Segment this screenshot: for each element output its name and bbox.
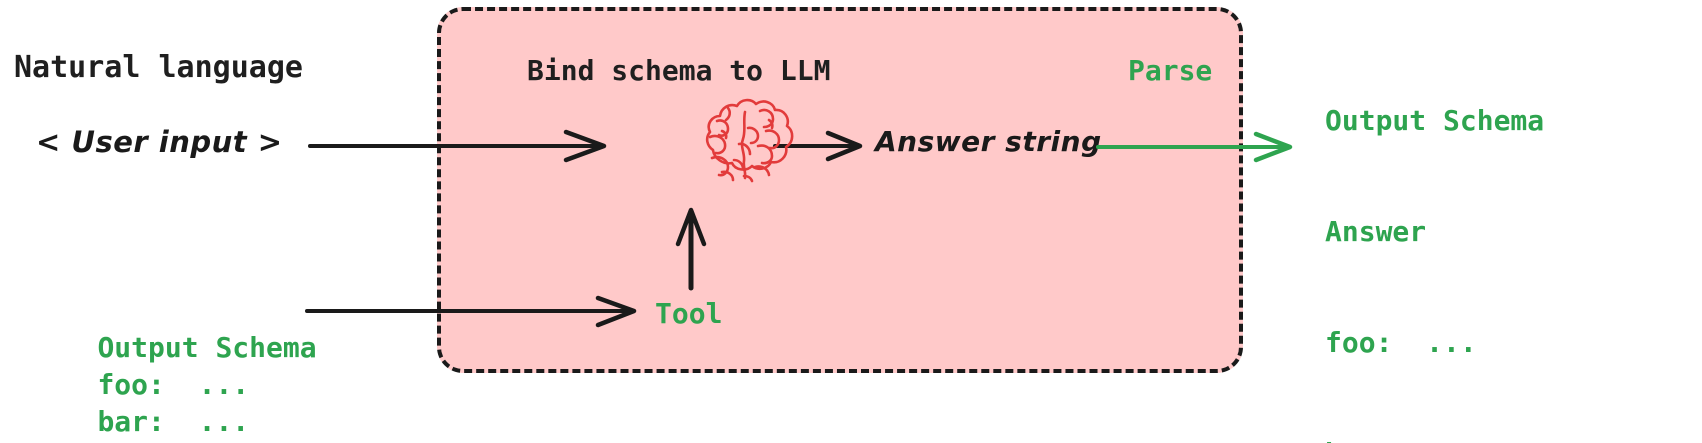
input-schema-title: Output Schema [97,331,317,364]
output-schema-block: Output Schema Answer foo: ... bar: ... [1325,28,1544,443]
output-schema-answer: Answer [1325,215,1427,248]
bind-schema-to-llm-label: Bind schema to LLM [527,54,831,87]
parse-label: Parse [1128,54,1213,87]
output-schema-line-bar: bar: ... [1325,435,1544,443]
user-input-text: < User input > [36,125,283,159]
input-output-schema-block: Output Schema foo: ... bar: ... [30,292,317,443]
natural-language-heading: Natural language [14,50,303,85]
tool-label: Tool [655,297,723,330]
input-schema-line-foo: foo: ... [97,368,250,401]
output-schema-line-foo: foo: ... [1325,326,1477,359]
answer-string-text: Answer string [875,125,1102,158]
output-schema-title: Output Schema [1325,104,1545,137]
input-schema-line-bar: bar: ... [97,405,250,438]
